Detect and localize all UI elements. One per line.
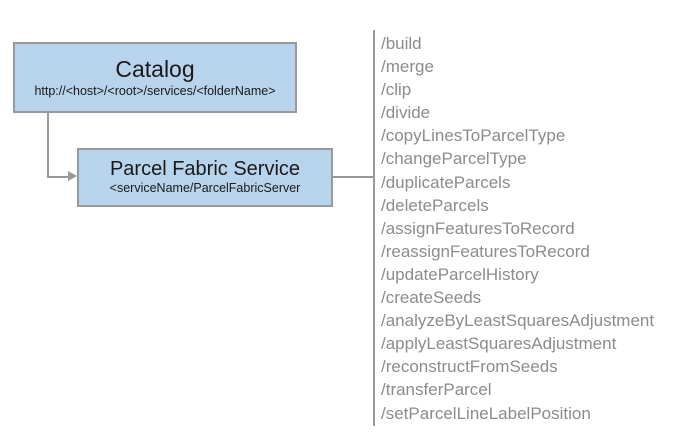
operation-item[interactable]: /assignFeaturesToRecord xyxy=(381,218,575,238)
operation-item[interactable]: /applyLeastSquaresAdjustment xyxy=(381,334,617,354)
node-service-title: Parcel Fabric Service xyxy=(109,158,301,181)
operations-divider-rule xyxy=(373,30,375,426)
operation-item[interactable]: /duplicateParcels xyxy=(381,172,511,192)
operation-item[interactable]: /createSeeds xyxy=(381,288,482,308)
node-service-path: <serviceName/ParcelFabricServer xyxy=(109,181,301,196)
node-catalog-url: http://<host>/<root>/services/<folderNam… xyxy=(34,83,276,98)
connector-vertical-segment xyxy=(47,113,49,177)
operation-item[interactable]: /build xyxy=(381,34,422,53)
operation-item[interactable]: /clip xyxy=(381,80,412,100)
operation-item[interactable]: /transferParcel xyxy=(381,380,492,400)
arrowhead-icon xyxy=(68,171,77,181)
operation-item[interactable]: /changeParcelType xyxy=(381,149,527,169)
operation-item[interactable]: /divide xyxy=(381,103,431,123)
node-catalog[interactable]: Catalog http://<host>/<root>/services/<f… xyxy=(13,42,297,113)
operation-item[interactable]: /updateParcelHistory xyxy=(381,264,539,284)
operation-item[interactable]: /setParcelLineLabelPosition xyxy=(381,403,591,423)
operation-item[interactable]: /deleteParcels xyxy=(381,195,489,215)
operation-item[interactable]: /reassignFeaturesToRecord xyxy=(381,241,590,261)
connector-horizontal-segment xyxy=(47,176,69,178)
operation-item[interactable]: /reconstructFromSeeds xyxy=(381,357,558,377)
node-parcel-fabric-service[interactable]: Parcel Fabric Service <serviceName/Parce… xyxy=(77,148,333,207)
operations-list: /build/merge/clip/divide/copyLinesToParc… xyxy=(381,32,681,425)
operation-item[interactable]: /analyzeByLeastSquaresAdjustment xyxy=(381,311,655,331)
operation-item[interactable]: /merge xyxy=(381,57,434,77)
node-catalog-title: Catalog xyxy=(115,55,195,82)
connector-to-operations xyxy=(333,176,374,178)
operation-item[interactable]: /copyLinesToParcelType xyxy=(381,126,566,146)
